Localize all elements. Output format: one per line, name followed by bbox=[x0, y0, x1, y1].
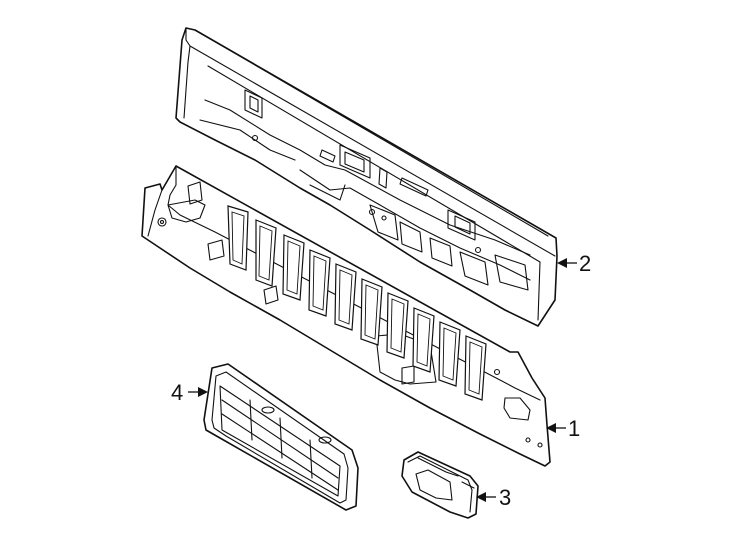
callout-4-label: 4 bbox=[171, 380, 183, 405]
callout-3-label: 3 bbox=[499, 485, 511, 510]
part-3-bracket bbox=[401, 451, 479, 519]
callout-1: 1 bbox=[546, 416, 580, 441]
part-1-rear-panel bbox=[141, 165, 551, 467]
panel-slots bbox=[227, 205, 487, 401]
callout-2-label: 2 bbox=[579, 251, 591, 276]
callout-1-label: 1 bbox=[568, 416, 580, 441]
part-4-vent-assembly bbox=[203, 363, 359, 511]
callout-2: 2 bbox=[557, 251, 591, 276]
callout-4: 4 bbox=[171, 380, 208, 405]
part-2-upper-panel bbox=[175, 27, 558, 327]
callout-3: 3 bbox=[476, 485, 511, 510]
